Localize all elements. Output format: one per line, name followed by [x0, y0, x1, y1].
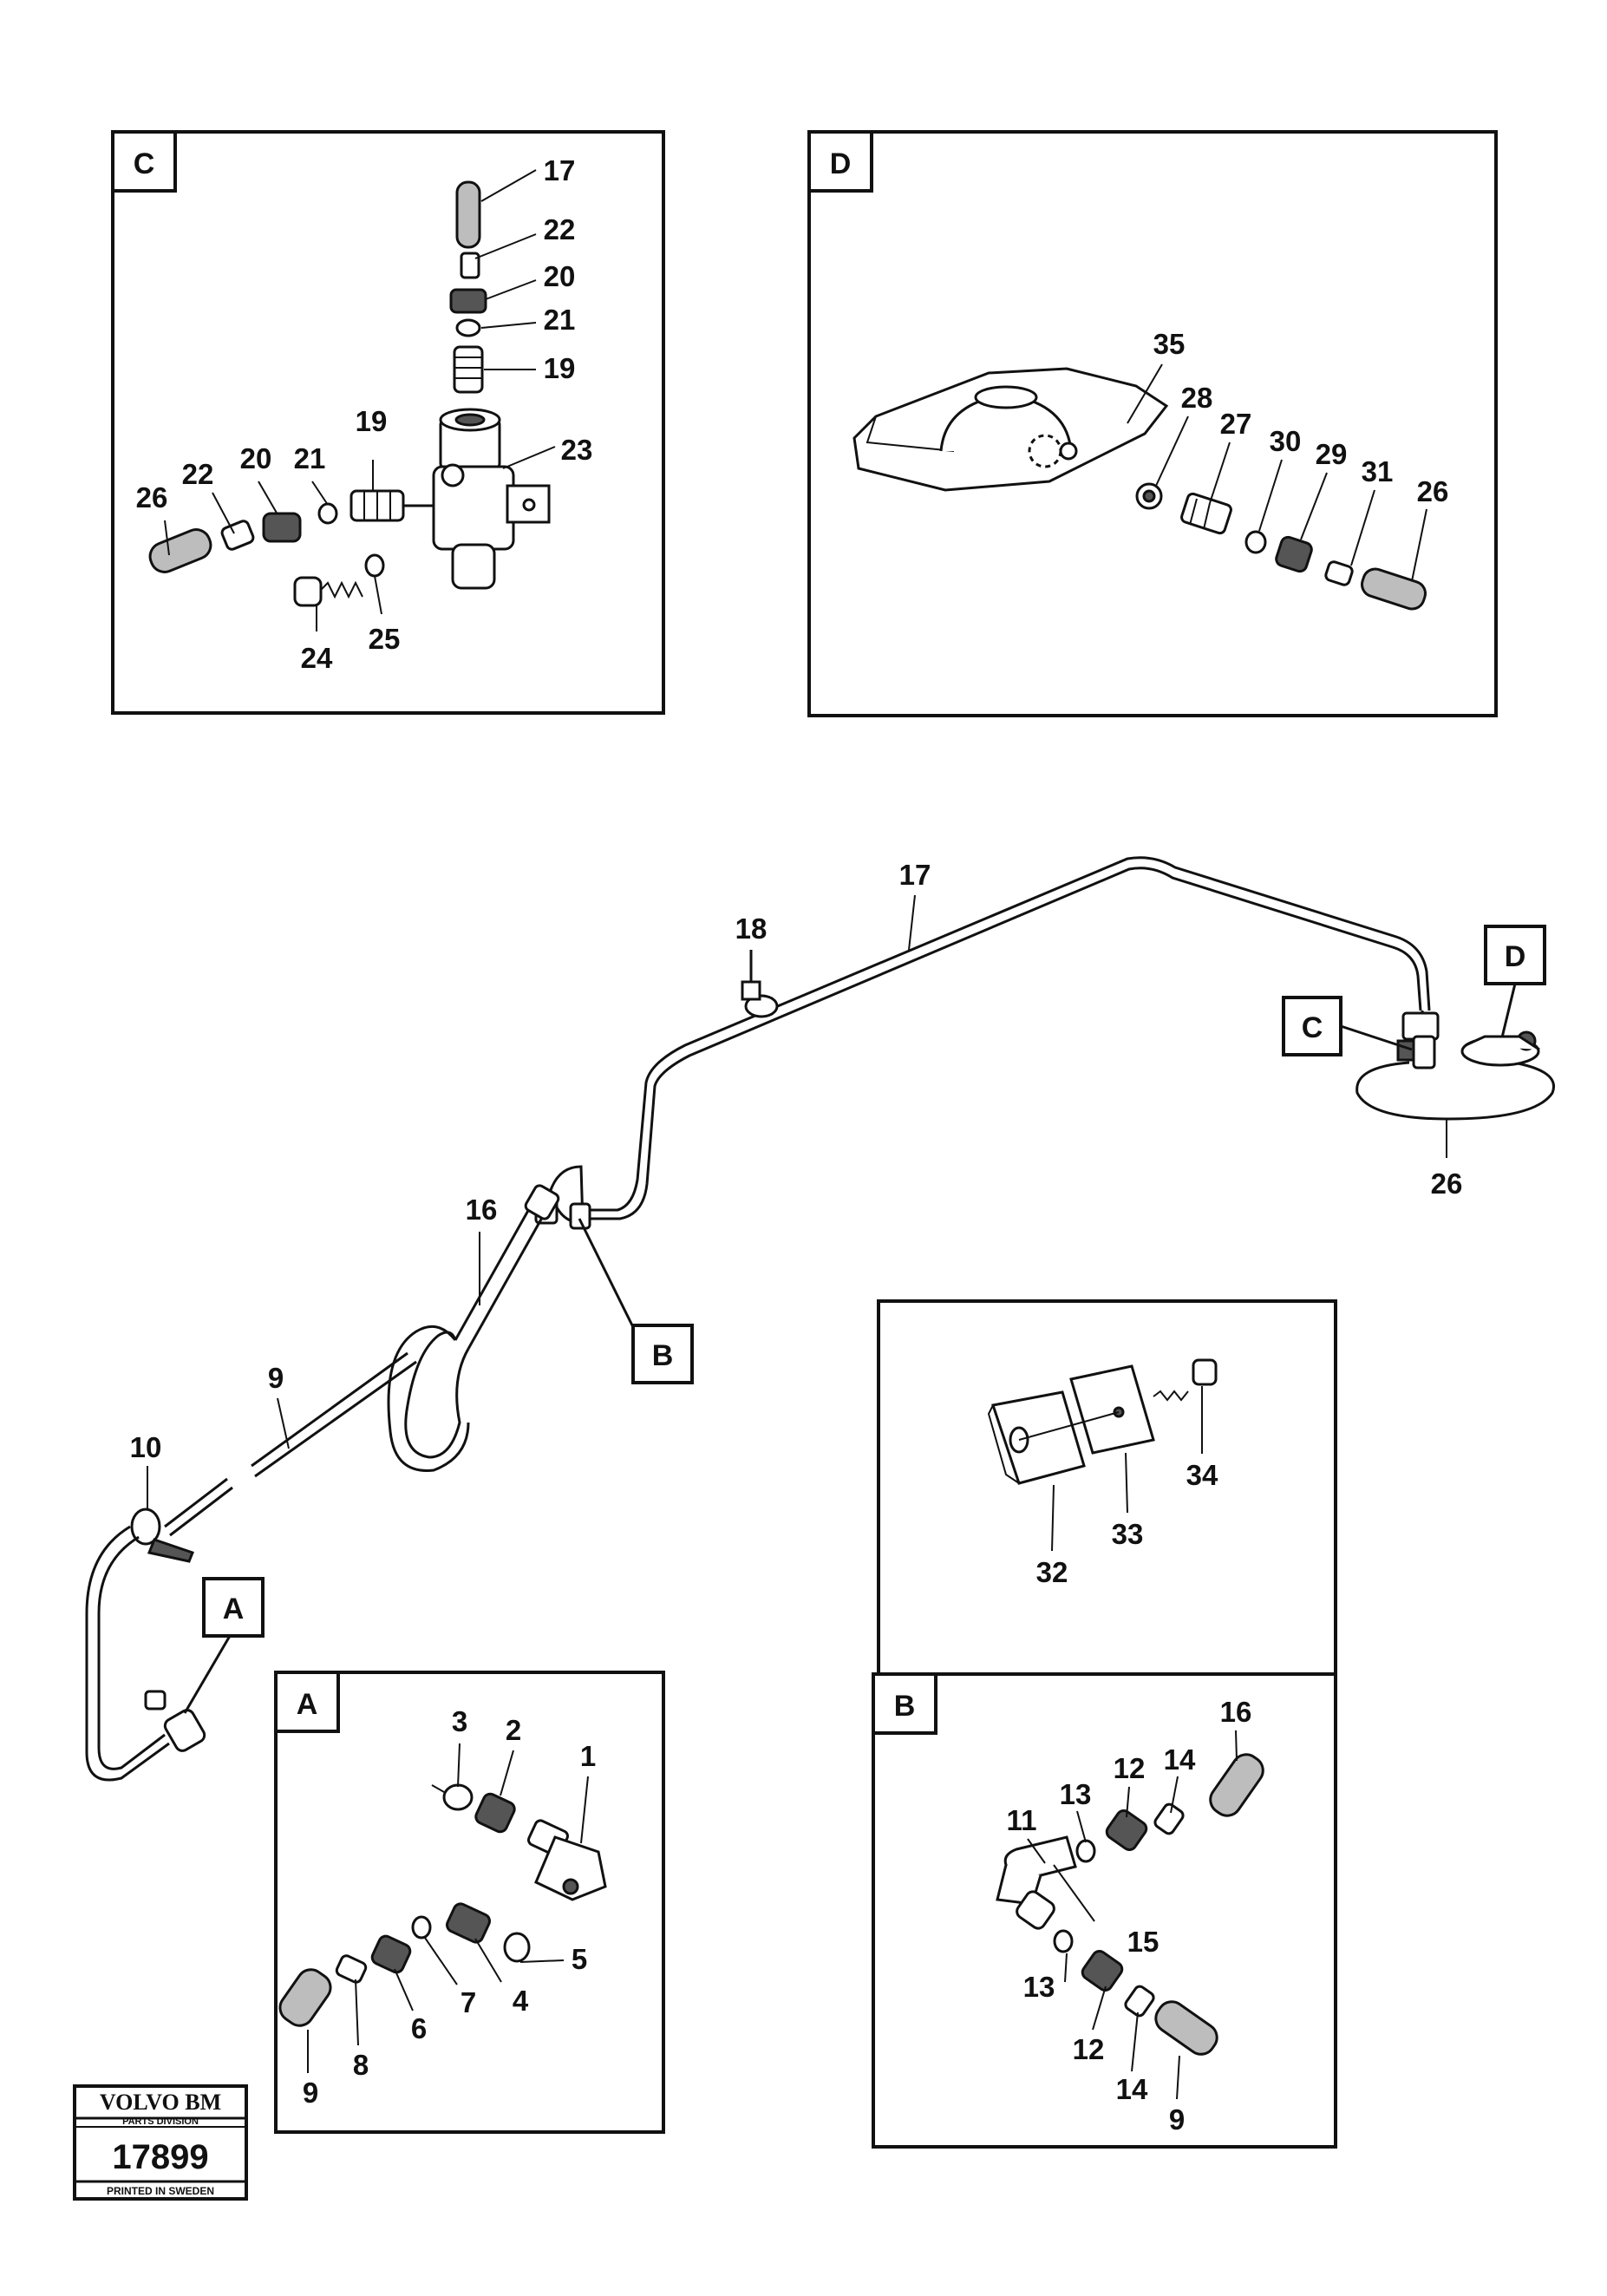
callout-29: 29: [1316, 438, 1348, 470]
panel-a-parts: [278, 1783, 607, 2027]
panel-d-bracket-plate: [852, 367, 1169, 492]
callout-22: 22: [544, 213, 576, 245]
main-tag-a-label: A: [223, 1593, 245, 1626]
callout-6: 6: [411, 2012, 427, 2044]
callout-31: 31: [1362, 455, 1394, 487]
panel-a-leaders: [307, 1743, 589, 2073]
callout-9b: 9: [1169, 2103, 1185, 2136]
callout-19b: 19: [356, 405, 388, 437]
callout-16b: 16: [1220, 1696, 1252, 1728]
logo-division: PARTS DIVISION: [122, 2116, 199, 2127]
callout-25: 25: [369, 623, 401, 655]
callout-28: 28: [1181, 382, 1213, 414]
callout-30: 30: [1270, 425, 1302, 457]
callout-26d: 26: [1417, 475, 1449, 507]
main-clip-10: [130, 1508, 194, 1563]
callout-17: 17: [544, 154, 576, 186]
main-clip-18: [741, 950, 779, 1018]
panel-e-callouts: 32 33 34: [1036, 1459, 1218, 1588]
callout-12c: 12: [1073, 2033, 1105, 2065]
callout-16m: 16: [466, 1194, 498, 1226]
detail-panel-clamp: 32 33 34: [877, 1299, 1337, 1676]
callout-32: 32: [1036, 1556, 1068, 1588]
panel-c-horizontal-stack: [148, 489, 434, 573]
callout-17m: 17: [899, 859, 931, 891]
callout-7: 7: [461, 1986, 476, 2018]
main-leaders: [147, 894, 1447, 1509]
callout-27: 27: [1220, 408, 1252, 440]
callout-33: 33: [1112, 1518, 1144, 1550]
panel-a-label: A: [297, 1688, 318, 1721]
callout-18: 18: [735, 913, 768, 945]
callout-4: 4: [513, 1985, 529, 2017]
callout-12b: 12: [1114, 1752, 1146, 1784]
callout-34: 34: [1186, 1459, 1218, 1491]
callout-2: 2: [506, 1714, 521, 1746]
callout-15: 15: [1127, 1926, 1160, 1958]
panel-c-bolt: [293, 553, 385, 607]
main-tag-b: B: [578, 1218, 694, 1384]
logo-number: 17899: [112, 2138, 208, 2176]
callout-5: 5: [572, 1943, 587, 1975]
main-callouts: 17 18 16 9 10 26: [130, 859, 1463, 1463]
panel-b-parts: [996, 1753, 1264, 2056]
callout-8: 8: [353, 2049, 369, 2081]
callout-14c: 14: [1116, 2073, 1148, 2105]
main-assembly: A B C D 17 18 16: [85, 856, 1555, 1782]
callout-35: 35: [1153, 328, 1186, 360]
panel-c-valve-body: [432, 408, 551, 590]
main-tag-d-label: D: [1505, 940, 1526, 973]
callout-21b: 21: [294, 442, 326, 474]
panel-b-leaders: [1027, 1730, 1238, 2100]
main-fitting-a: [144, 1690, 206, 1752]
main-tag-d: D: [1484, 925, 1546, 1038]
panel-d-label: D: [830, 147, 852, 180]
callout-9m: 9: [268, 1362, 284, 1394]
callout-20: 20: [544, 260, 576, 292]
main-bracket-d: [1460, 1030, 1540, 1067]
callout-11: 11: [1007, 1804, 1037, 1836]
detail-panel-b: B 16 12: [872, 1672, 1337, 2149]
detail-panel-c: C: [111, 130, 665, 715]
panel-a-callouts: 3 2 1 5 4 7 6 8 9: [303, 1705, 596, 2109]
main-tag-a: A: [183, 1577, 265, 1714]
callout-21: 21: [544, 304, 576, 336]
callout-20b: 20: [240, 442, 272, 474]
callout-14b: 14: [1164, 1743, 1196, 1776]
panel-e-clamp-parts: [987, 1358, 1218, 1485]
callout-26: 26: [136, 481, 168, 513]
panel-c-label: C: [134, 147, 155, 180]
detail-panel-d: D: [807, 130, 1498, 717]
callout-23: 23: [561, 434, 593, 466]
callout-22b: 22: [182, 458, 214, 490]
main-valve-c: [1396, 1011, 1440, 1070]
logo-footer: PRINTED IN SWEDEN: [107, 2185, 214, 2197]
callout-9a: 9: [303, 2077, 318, 2109]
logo-brand: VOLVO BM: [100, 2090, 221, 2115]
panel-c-callouts: 17 22 20 21 19 23 26 22 20 21 19 24 25: [136, 154, 593, 674]
panel-d-callouts: 35 28 27 30 29 31 26: [1153, 328, 1449, 507]
main-tag-c: C: [1282, 996, 1413, 1056]
callout-1: 1: [580, 1740, 596, 1772]
main-tag-b-label: B: [652, 1339, 674, 1372]
panel-e-leaders: [1051, 1386, 1203, 1552]
panel-d-fittings: [1135, 482, 1427, 611]
panel-d-leaders: [1127, 363, 1427, 582]
panel-c-leaders: [164, 169, 556, 631]
panel-c-vertical-stack: [449, 180, 487, 394]
callout-13c: 13: [1023, 1971, 1055, 2003]
volvo-bm-logo: VOLVO BM PARTS DIVISION 17899 PRINTED IN…: [73, 2084, 248, 2201]
main-tag-c-label: C: [1302, 1011, 1323, 1044]
panel-b-label: B: [894, 1690, 916, 1723]
detail-panel-a: A 3 2 1: [274, 1671, 665, 2134]
callout-24: 24: [301, 642, 333, 674]
callout-10: 10: [130, 1431, 162, 1463]
callout-13b: 13: [1060, 1778, 1092, 1810]
callout-26m: 26: [1431, 1168, 1463, 1200]
callout-3: 3: [452, 1705, 467, 1737]
panel-b-callouts: 16 12 14 13 11 15 13 12 14 9: [1007, 1696, 1252, 2136]
callout-19: 19: [544, 352, 576, 384]
